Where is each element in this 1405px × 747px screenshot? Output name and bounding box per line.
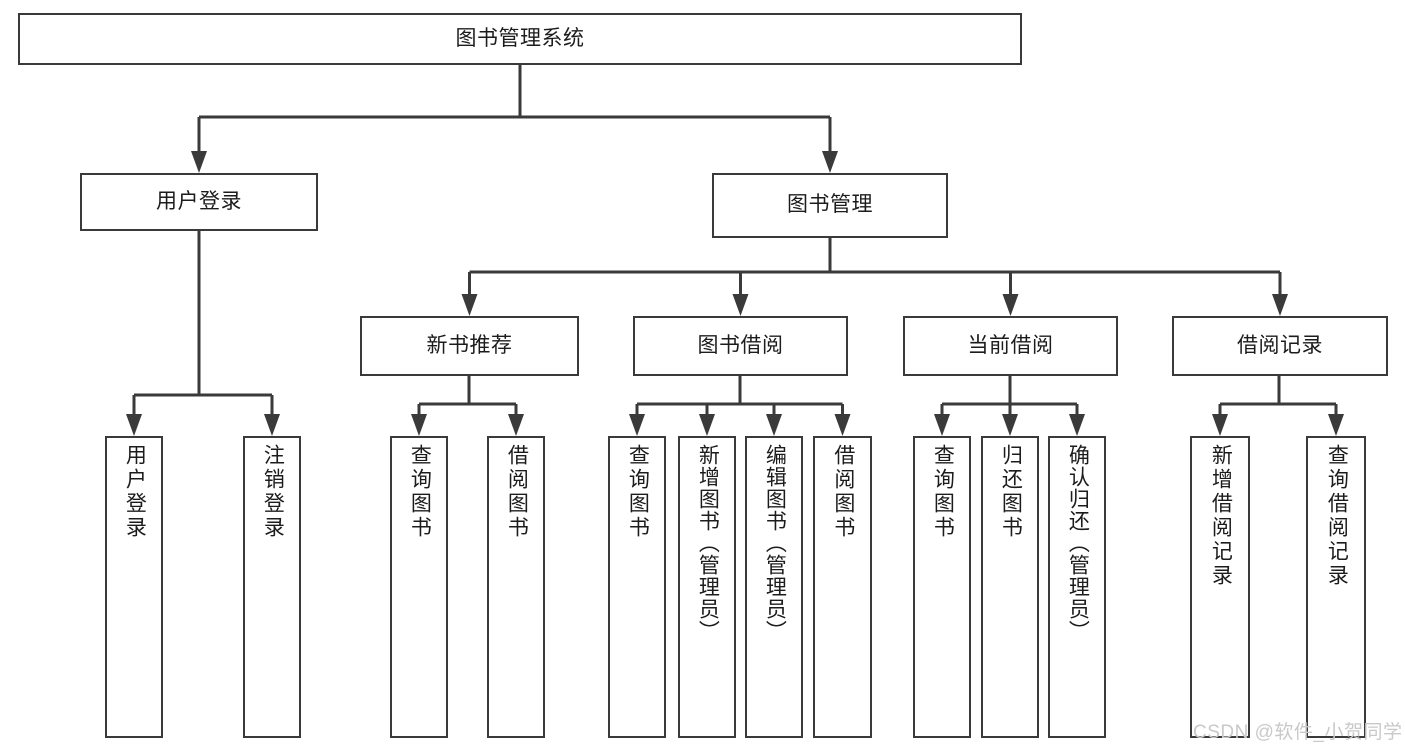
node-borrow-record[interactable]: 借阅记录 (1172, 316, 1388, 376)
node-leaf-logout[interactable]: 注销登录 (243, 436, 301, 738)
node-leaf-add-book[interactable]: 新增图书（管理员） (678, 436, 736, 738)
arrowhead-new-book-rec (461, 294, 478, 316)
node-label-borrow-record: 借阅记录 (1237, 333, 1323, 357)
arrowhead-leaf-query-book-rec (411, 414, 427, 436)
arrowhead-book-manage (822, 151, 838, 173)
node-label-leaf-borrow-book: 借阅图书 (831, 444, 855, 540)
node-leaf-edit-book[interactable]: 编辑图书（管理员） (745, 436, 803, 738)
node-label-user-login: 用户登录 (156, 189, 242, 213)
node-leaf-add-record[interactable]: 新增借阅记录 (1190, 436, 1250, 738)
node-leaf-query-record[interactable]: 查询借阅记录 (1306, 436, 1366, 738)
arrowhead-leaf-logout (264, 414, 280, 436)
arrowhead-leaf-return-book (1002, 414, 1018, 436)
arrowhead-leaf-user-login (126, 414, 142, 436)
node-book-borrow[interactable]: 图书借阅 (633, 316, 848, 376)
arrowhead-user-login (191, 151, 207, 173)
node-label-book-manage: 图书管理 (787, 193, 873, 217)
node-label-leaf-edit-book: 编辑图书（管理员） (763, 444, 787, 642)
node-leaf-user-login[interactable]: 用户登录 (105, 436, 163, 738)
node-label-new-book-rec: 新书推荐 (426, 333, 513, 357)
node-label-leaf-return-book: 归还图书 (999, 444, 1023, 540)
node-label-root: 图书管理系统 (455, 26, 585, 50)
arrowhead-leaf-add-record (1212, 414, 1228, 436)
node-root[interactable]: 图书管理系统 (18, 13, 1022, 65)
node-label-leaf-query-book-cur: 查询图书 (931, 444, 955, 540)
node-label-current-borrow: 当前借阅 (967, 333, 1054, 357)
node-label-book-borrow: 图书借阅 (697, 333, 784, 357)
node-book-manage[interactable]: 图书管理 (712, 173, 948, 238)
node-current-borrow[interactable]: 当前借阅 (903, 316, 1118, 376)
arrowhead-current-borrow (1002, 294, 1019, 316)
node-leaf-return-book[interactable]: 归还图书 (981, 436, 1039, 738)
node-label-leaf-query-book-rec: 查询图书 (408, 444, 432, 540)
node-label-leaf-query-record: 查询借阅记录 (1325, 444, 1349, 588)
arrowhead-leaf-add-book (699, 414, 715, 436)
node-label-leaf-logout: 注销登录 (261, 444, 285, 540)
arrowhead-book-borrow (732, 294, 749, 316)
node-new-book-rec[interactable]: 新书推荐 (360, 316, 579, 376)
arrowhead-leaf-borrow-book (834, 414, 851, 436)
node-leaf-borrow-book-rec[interactable]: 借阅图书 (487, 436, 545, 738)
node-leaf-borrow-book[interactable]: 借阅图书 (813, 436, 872, 738)
arrowhead-borrow-record (1272, 294, 1288, 316)
node-label-leaf-borrow-book-rec: 借阅图书 (505, 444, 529, 540)
node-user-login[interactable]: 用户登录 (80, 173, 318, 231)
arrowhead-leaf-query-book-cur (934, 414, 950, 436)
node-label-leaf-query-book-borrow: 查询图书 (626, 444, 650, 540)
node-label-leaf-confirm-return: 确认归还（管理员） (1066, 444, 1090, 642)
node-leaf-confirm-return[interactable]: 确认归还（管理员） (1048, 436, 1106, 738)
node-leaf-query-book-cur[interactable]: 查询图书 (913, 436, 971, 738)
arrowhead-leaf-confirm-return (1069, 414, 1085, 436)
node-label-leaf-add-book: 新增图书（管理员） (696, 444, 720, 642)
node-leaf-query-book-borrow[interactable]: 查询图书 (608, 436, 666, 738)
arrowhead-leaf-query-record (1328, 414, 1344, 436)
node-leaf-query-book-rec[interactable]: 查询图书 (390, 436, 448, 738)
node-label-leaf-user-login: 用户登录 (123, 444, 147, 540)
arrowhead-leaf-borrow-book-rec (508, 414, 524, 436)
arrowhead-leaf-query-book-borrow (629, 414, 645, 436)
arrowhead-leaf-edit-book (766, 414, 782, 436)
node-label-leaf-add-record: 新增借阅记录 (1209, 444, 1233, 588)
